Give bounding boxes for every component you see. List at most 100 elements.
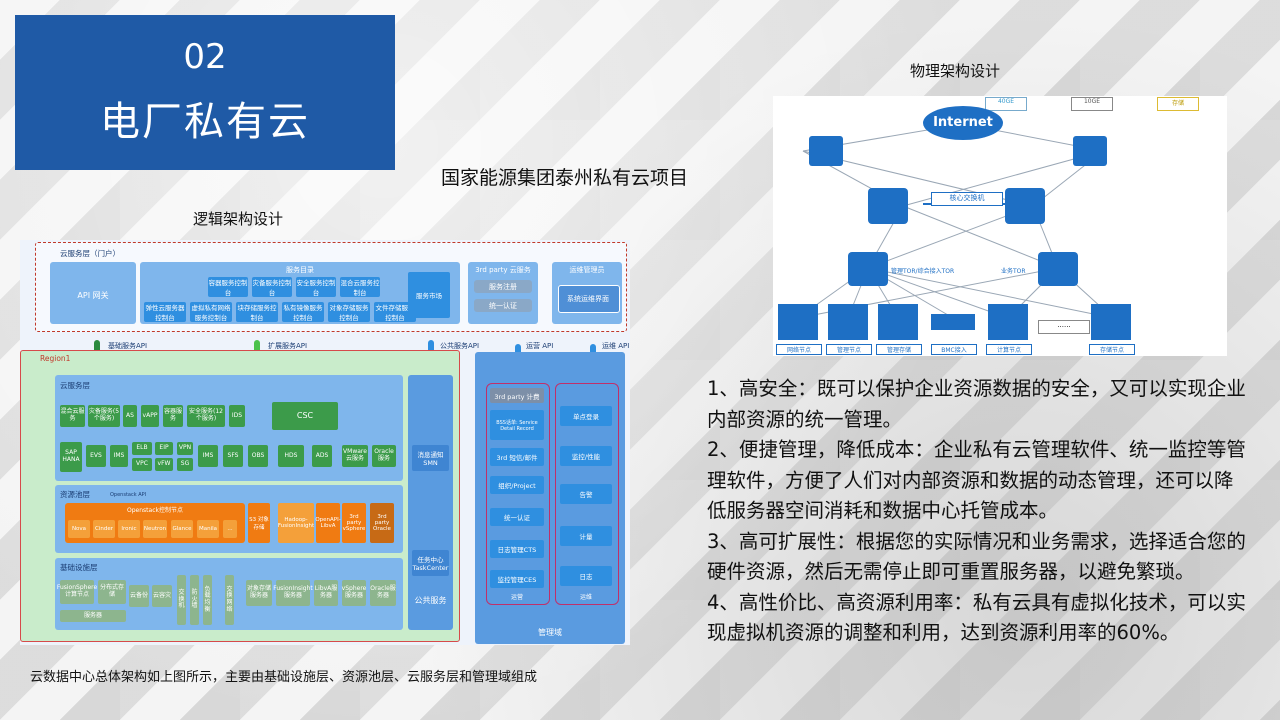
ops-admin-label: 运维管理员 xyxy=(569,266,605,274)
firewall-icon xyxy=(809,136,843,166)
region-label: Region1 xyxy=(40,354,71,363)
cloud-service: SFS xyxy=(223,445,243,467)
ops-right-label: 运维 xyxy=(579,594,592,601)
pool-item: Manila xyxy=(197,520,219,538)
ops-left-item: 组织/Project xyxy=(490,476,544,494)
physical-title: 物理架构设计 xyxy=(910,62,1001,80)
infra-item: 交换网络 xyxy=(225,575,234,625)
catalog-item: 文件存储服务控制台 xyxy=(374,302,416,322)
cloud-service: vFW xyxy=(155,458,173,471)
catalog-item: 块存储服务控制台 xyxy=(236,302,278,322)
cloud-service: IDS xyxy=(229,405,245,427)
more-nodes: ...... xyxy=(1038,320,1090,334)
cloud-service: vAPP xyxy=(141,405,159,427)
pool-item: Neutron xyxy=(143,520,167,538)
cloud-service: 灾备服务(5个服务) xyxy=(88,405,120,427)
feature-point: 3、高可扩展性：根据您的实际情况和业务需求，选择适合您的硬件资源，然后无需停止即… xyxy=(707,529,1246,584)
public-api-label: 公共服务API xyxy=(440,342,480,350)
node-label: 管理存储 xyxy=(876,344,922,355)
basic-api-label: 基础服务API xyxy=(108,342,148,350)
architecture-caption: 云数据中心总体架构如上图所示，主要由基础设施层、资源池层、云服务层和管理域组成 xyxy=(30,670,538,685)
feature-point: 4、高性价比、高资源利用率：私有云具有虚拟化技术，可以实现虚拟机资源的调整和利用… xyxy=(707,590,1246,645)
service-catalog-label: 服务目录 xyxy=(286,266,314,274)
maint-api-label: 运维 API xyxy=(602,342,630,350)
ext-api-label: 扩展服务API xyxy=(268,342,308,350)
cloud-service: Oracle服务 xyxy=(372,445,396,467)
public-service-label: 公共服务 xyxy=(414,596,447,605)
cloud-service: 容器服务 xyxy=(163,405,183,427)
catalog-item: 灾备服务控制台 xyxy=(252,277,292,297)
server-icon xyxy=(1091,304,1131,340)
bmc-icon xyxy=(931,314,975,330)
legend-40ge: 40GE xyxy=(985,97,1027,111)
pool-right-item: OpenAPI-LibvA xyxy=(315,503,341,543)
cloud-service: ADS xyxy=(312,445,332,467)
section-title-box: 02 电厂私有云 xyxy=(15,15,395,170)
core-switch-label: 核心交换机 xyxy=(931,192,1003,206)
feature-point: 2、便捷管理，降低成本：企业私有云管理软件、统一监控等管理软件，方便了人们对内部… xyxy=(707,438,1246,522)
internet-cloud-icon: Internet xyxy=(923,106,1003,140)
ops-left-item: 日志管理CTS xyxy=(490,540,544,558)
msg-box: 消息通知 SMN xyxy=(412,445,449,471)
cloud-service: 混合云服务 xyxy=(60,405,85,427)
legend-10ge: 10GE xyxy=(1071,97,1113,111)
tor-switch-icon xyxy=(848,252,888,286)
auth-box xyxy=(474,299,532,312)
infra-item: 防火墙 xyxy=(190,575,199,625)
cloud-service: EVS xyxy=(86,445,106,467)
infra-layer-label: 基础设施层 xyxy=(60,563,98,572)
infra-item: 负载均衡 xyxy=(203,575,212,625)
node-label: BMC接入 xyxy=(931,344,977,355)
infra-item: 云容灾 xyxy=(152,585,172,607)
infra-item: LibvA服务器 xyxy=(314,580,338,606)
ops-left-item: 监控管理CES xyxy=(490,570,544,588)
cloud-service: 安全服务(12个服务) xyxy=(187,405,225,427)
ops-left-item: 3rd party 计费 xyxy=(490,388,544,403)
logic-architecture-diagram: 云服务层（门户） API 网关 服务目录 容器服务控制台 灾备服务控制台 安全服… xyxy=(20,240,630,645)
service-registry-box xyxy=(474,280,532,293)
tor-mgmt-label: 管理TOR/综合接入TOR xyxy=(891,268,955,275)
catalog-item: 私有镜像服务控制台 xyxy=(282,302,324,322)
op-api-label: 运营 API xyxy=(526,342,554,350)
pool-right-item: S3 对象存储 xyxy=(248,503,270,543)
infra-item: FusionInsight服务器 xyxy=(273,580,313,606)
section-title: 电厂私有云 xyxy=(100,99,310,145)
catalog-item: 对象存储服务控制台 xyxy=(328,302,370,322)
cloud-service: CSC xyxy=(272,402,338,430)
pool-item: Cinder xyxy=(93,520,115,538)
ops-ui-label: 系统运维界面 xyxy=(567,295,609,303)
logic-title: 逻辑架构设计 xyxy=(193,210,284,228)
ops-left-item: BSS话单: Service Detail Record xyxy=(490,410,544,440)
openstack-api-label: Openstack API xyxy=(110,492,147,498)
cloud-service: VPN xyxy=(177,442,193,455)
ops-right-frame xyxy=(555,383,619,605)
cloud-service: AS xyxy=(123,405,137,427)
cloud-service: HDS xyxy=(278,445,304,467)
core-switch-icon xyxy=(1005,188,1045,224)
ops-left-item: 3rd 短信/邮件 xyxy=(490,448,544,466)
third-party-box xyxy=(468,262,538,324)
catalog-item: 虚拟私有网络服务控制台 xyxy=(190,302,232,322)
pool-item: Ironic xyxy=(118,520,140,538)
third-party-label: 3rd party 云服务 xyxy=(475,266,531,274)
ops-left-frame xyxy=(486,383,550,605)
server-icon xyxy=(878,304,918,340)
cloud-service: IMS xyxy=(198,445,218,467)
cloud-service: VMware云服务 xyxy=(342,445,368,467)
feature-description: 1、高安全：既可以保护企业资源数据的安全，又可以实现企业内部资源的统一管理。 2… xyxy=(707,374,1252,649)
cloud-service: ELB xyxy=(132,442,152,455)
pool-right-item: 3rd party vSphere xyxy=(342,503,366,543)
task-center-box: 任务中心 TaskCenter xyxy=(412,550,449,576)
infra-item: 服务器 xyxy=(60,610,126,622)
mgmt-domain-label: 管理域 xyxy=(538,628,562,637)
server-icon xyxy=(988,304,1028,340)
infra-item: 分布式存储 xyxy=(98,580,126,604)
node-label: 存储节点 xyxy=(1089,344,1135,355)
openstack-label: Openstack控制节点 xyxy=(127,507,183,514)
core-switch-icon xyxy=(868,188,908,224)
ops-ui-box xyxy=(558,285,620,313)
cloud-service: OBS xyxy=(248,445,268,467)
ops-right-item: 单点登录 xyxy=(560,406,612,426)
legend-storage: 存储 xyxy=(1157,97,1199,111)
catalog-item: 容器服务控制台 xyxy=(208,277,248,297)
